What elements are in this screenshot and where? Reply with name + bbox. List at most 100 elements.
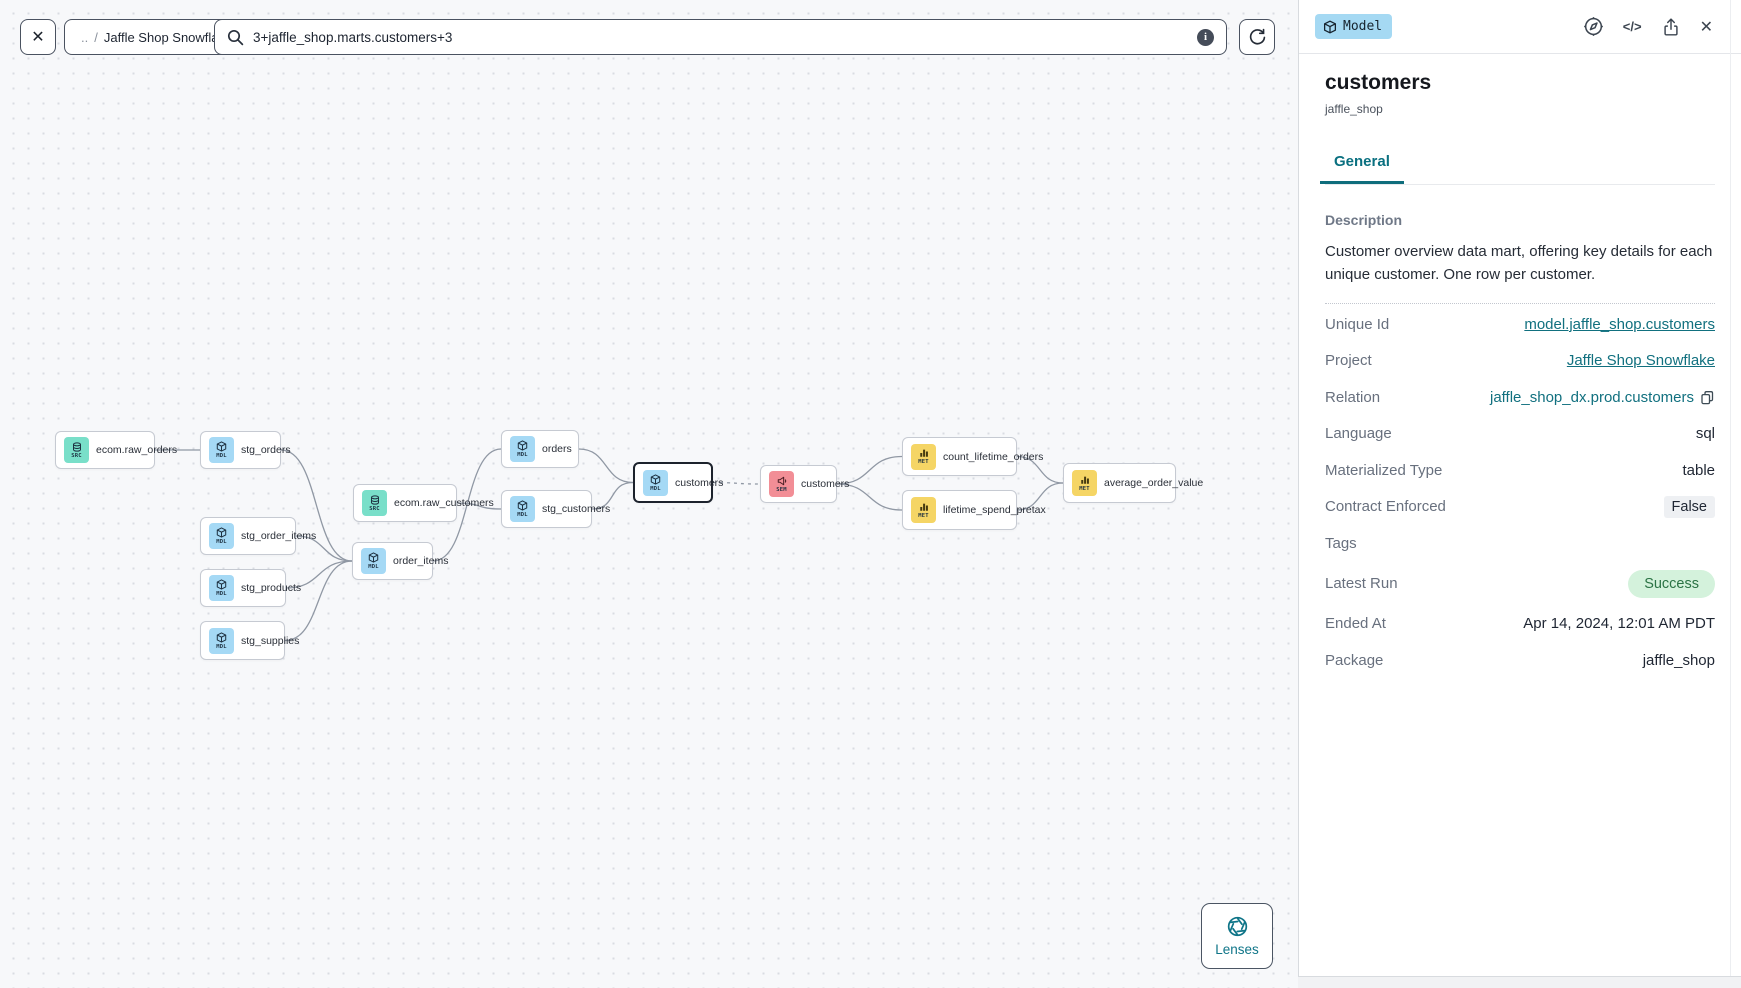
detail-row-tags: Tags: [1325, 525, 1715, 562]
selector-search[interactable]: i: [214, 19, 1227, 55]
language-label: Language: [1325, 425, 1392, 443]
dag-node-stg_order_items[interactable]: MDL stg_order_items: [200, 517, 316, 555]
mdl-badge-icon: MDL: [209, 437, 234, 463]
mdl-badge-icon: MDL: [510, 496, 535, 522]
node-label: stg_products: [241, 582, 302, 594]
dag-node-customers_sem[interactable]: SEM customers: [760, 465, 849, 503]
relation-value: jaffle_shop_dx.prod.customers: [1489, 388, 1694, 406]
panel-header: Model </> ✕: [1299, 0, 1741, 54]
detail-row-project: Project Jaffle Shop Snowflake: [1325, 343, 1715, 380]
dag-node-stg_products[interactable]: MDL stg_products: [200, 569, 301, 607]
lenses-aperture-icon: [1226, 915, 1249, 938]
detail-row-unique-id: Unique Id model.jaffle_shop.customers: [1325, 306, 1715, 343]
detail-row-latest-run: Latest Run Success: [1325, 562, 1715, 606]
description-label: Description: [1325, 212, 1403, 228]
refresh-icon: [1248, 28, 1267, 47]
src-badge-icon: SRC: [362, 490, 387, 516]
project-label: Project: [1325, 352, 1372, 370]
close-panel-icon[interactable]: ✕: [1699, 18, 1713, 36]
materialized-type-label: Materialized Type: [1325, 461, 1443, 479]
cube-icon: [1323, 20, 1337, 33]
detail-row-relation: Relation jaffle_shop_dx.prod.customers: [1325, 379, 1715, 416]
explore-lineage-icon[interactable]: [1583, 16, 1604, 37]
node-label: order_items: [393, 555, 449, 567]
mdl-badge-icon: MDL: [510, 436, 535, 462]
mdl-badge-icon: MDL: [209, 523, 234, 549]
breadcrumb-separator: /: [94, 29, 98, 45]
contract-enforced-badge: False: [1663, 495, 1715, 518]
breadcrumb-project[interactable]: Jaffle Shop Snowflake: [103, 29, 233, 45]
detail-panel: Model </> ✕ customers jaffle_shop Genera…: [1298, 0, 1741, 977]
model-subtitle: jaffle_shop: [1325, 102, 1383, 116]
lenses-button[interactable]: Lenses: [1201, 903, 1273, 969]
ended-at-value: Apr 14, 2024, 12:01 AM PDT: [1523, 615, 1715, 633]
detail-row-package: Package jaffle_shop: [1325, 642, 1715, 679]
unique-id-link[interactable]: model.jaffle_shop.customers: [1524, 315, 1715, 333]
relation-label: Relation: [1325, 388, 1381, 406]
node-label: ecom.raw_customers: [394, 497, 494, 509]
detail-row-ended-at: Ended At Apr 14, 2024, 12:01 AM PDT: [1325, 606, 1715, 643]
dag-node-orders[interactable]: MDL orders: [501, 430, 579, 468]
panel-body: customers jaffle_shop General Descriptio…: [1299, 71, 1741, 679]
node-label: customers: [801, 478, 850, 490]
info-icon[interactable]: i: [1197, 28, 1214, 46]
unique-id-label: Unique Id: [1325, 315, 1390, 333]
sem-badge-icon: SEM: [769, 471, 794, 497]
node-label: orders: [542, 443, 572, 455]
share-icon[interactable]: [1661, 17, 1681, 37]
refresh-button[interactable]: [1239, 19, 1275, 55]
breadcrumb-up[interactable]: ..: [81, 29, 89, 45]
node-label: stg_customers: [542, 503, 611, 515]
dag-node-order_items[interactable]: MDL order_items: [352, 542, 448, 580]
edge-orders-to-customers: [578, 448, 634, 484]
dag-node-customers[interactable]: MDL customers: [633, 462, 723, 503]
detail-row-language: Language sql: [1325, 416, 1715, 453]
edge-stg_supplies-to-order_items: [284, 560, 353, 642]
node-label: stg_supplies: [241, 634, 300, 647]
detail-row-contract-enforced: Contract Enforced False: [1325, 489, 1715, 526]
panel-tabs: General: [1320, 153, 1715, 185]
latest-run-label: Latest Run: [1325, 575, 1398, 592]
met-badge-icon: MET: [911, 443, 936, 470]
package-label: Package: [1325, 651, 1384, 669]
contract-enforced-label: Contract Enforced: [1325, 498, 1446, 516]
materialized-type-value: table: [1682, 461, 1715, 479]
node-label: customers: [675, 476, 724, 489]
node-label: average_order_value: [1104, 477, 1204, 489]
dag-node-raw_customers[interactable]: SRC ecom.raw_customers: [353, 484, 494, 522]
resource-type-badge: Model: [1315, 14, 1393, 39]
detail-row-materialized-type: Materialized Type table: [1325, 452, 1715, 489]
lenses-label: Lenses: [1215, 942, 1259, 957]
src-badge-icon: SRC: [64, 437, 89, 463]
mdl-badge-icon: MDL: [209, 575, 234, 601]
project-link[interactable]: Jaffle Shop Snowflake: [1566, 352, 1715, 370]
close-icon: ✕: [31, 29, 45, 46]
mdl-badge-icon: MDL: [361, 548, 386, 574]
close-lineage-button[interactable]: ✕: [20, 19, 56, 55]
tags-label: Tags: [1325, 534, 1357, 552]
search-icon: [227, 29, 244, 46]
node-label: stg_order_items: [241, 530, 317, 542]
node-label: lifetime_spend_pretax: [943, 504, 1046, 516]
code-icon[interactable]: </>: [1622, 19, 1642, 34]
ended-at-label: Ended At: [1325, 615, 1386, 633]
copy-icon[interactable]: [1700, 390, 1715, 405]
mdl-badge-icon: MDL: [643, 469, 668, 496]
status-badge: Success: [1628, 569, 1715, 598]
model-title: customers: [1325, 71, 1432, 94]
search-input[interactable]: [253, 29, 1188, 45]
met-badge-icon: MET: [1072, 470, 1097, 496]
tab-general[interactable]: General: [1320, 153, 1404, 184]
dag-node-stg_customers[interactable]: MDL stg_customers: [501, 490, 610, 528]
package-value: jaffle_shop: [1642, 651, 1715, 669]
language-value: sql: [1695, 425, 1715, 443]
description-text: Customer overview data mart, offering ke…: [1325, 241, 1715, 304]
dag-node-average_order_value[interactable]: MET average_order_value: [1063, 463, 1203, 503]
